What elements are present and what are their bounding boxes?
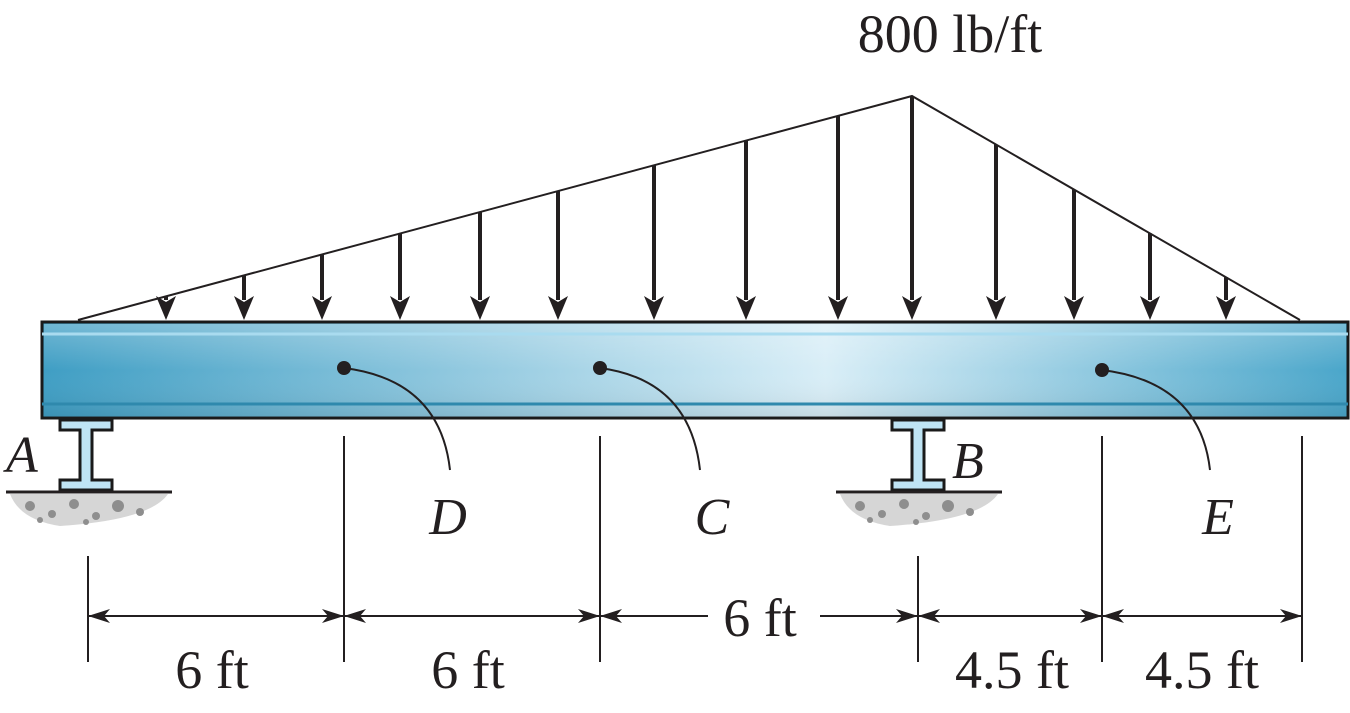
load-arrow-head <box>312 296 332 320</box>
point-d-label: D <box>428 489 467 546</box>
dimension-arrowhead <box>88 609 110 623</box>
point-d-marker <box>337 361 451 471</box>
dimension-arrowhead <box>344 609 366 623</box>
load-arrow-head <box>390 296 410 320</box>
dimension-arrowhead <box>918 609 940 623</box>
load-arrow-head <box>470 296 490 320</box>
dimension-label-3: 6 ft <box>723 588 797 648</box>
dimension-label-5: 4.5 ft <box>1145 640 1259 700</box>
point-b-label: B <box>952 433 984 490</box>
load-arrow-head <box>1216 296 1236 320</box>
point-a-label: A <box>3 427 38 484</box>
dimension-arrowhead <box>322 609 344 623</box>
extension-lines <box>87 436 1303 662</box>
dimension-arrowhead <box>578 609 600 623</box>
dimension-arrowhead <box>896 609 918 623</box>
load-arrow-head <box>548 296 568 320</box>
load-arrow-head <box>156 296 176 320</box>
load-arrow-head <box>644 296 664 320</box>
point-c-marker <box>593 361 701 471</box>
dimension-label-1: 6 ft <box>175 640 249 700</box>
load-arrows <box>156 96 1236 320</box>
load-intensity-label: 800 lb/ft <box>858 4 1043 64</box>
load-arrow-head <box>986 296 1006 320</box>
load-arrow-head <box>902 296 922 320</box>
dimension-lines <box>88 609 1302 623</box>
load-arrow-head <box>736 296 756 320</box>
point-e-label: E <box>1201 489 1234 546</box>
dimension-label-2: 6 ft <box>431 640 505 700</box>
point-e-marker <box>1095 363 1211 471</box>
load-arrow-head <box>1140 296 1160 320</box>
support-a <box>6 418 172 526</box>
support-b <box>836 418 1002 526</box>
dimension-arrowhead <box>1080 609 1102 623</box>
load-arrow-head <box>234 296 254 320</box>
dimension-arrowhead <box>600 609 622 623</box>
point-c-label: C <box>695 489 731 546</box>
dimension-label-4: 4.5 ft <box>955 640 1069 700</box>
dimension-arrowhead <box>1280 609 1302 623</box>
load-arrow-head <box>1064 296 1084 320</box>
distributed-load <box>77 94 1301 321</box>
load-arrow-head <box>828 296 848 320</box>
beam <box>40 320 1350 420</box>
load-envelope <box>77 94 1301 321</box>
dimension-arrowhead <box>1102 609 1124 623</box>
